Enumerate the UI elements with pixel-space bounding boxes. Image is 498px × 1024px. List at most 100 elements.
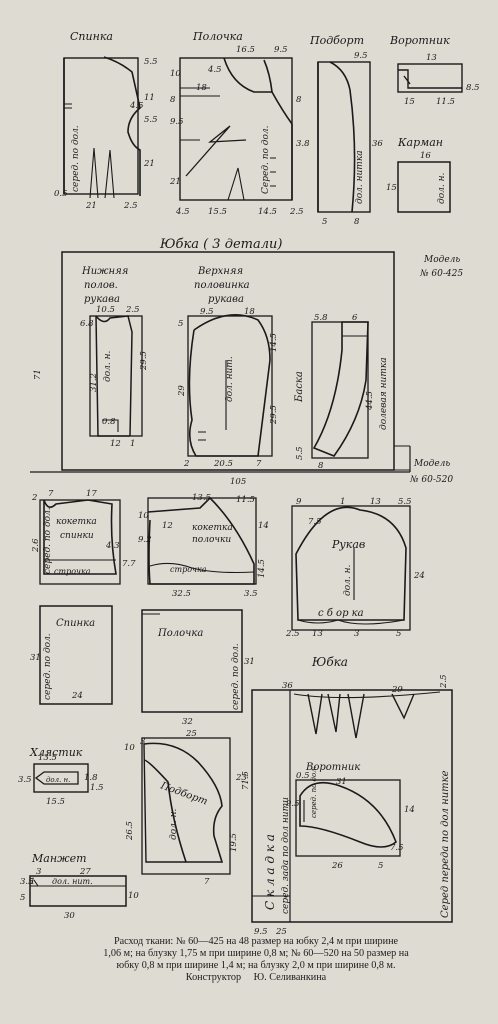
dim-nr-295: 29.5 [139, 351, 149, 371]
nizh-rukav-piece [89, 315, 143, 437]
polochka-2-label: Полочка [157, 628, 203, 639]
dim-r-3: 3 [354, 629, 359, 639]
dim-pol-95v: 9.5 [170, 117, 184, 127]
yubka-2-label: Юбка [311, 655, 348, 669]
constructor-name: Ю. Селиванкина [253, 972, 327, 983]
caption-line-4: Конструктор Ю. Селиванкина [40, 972, 472, 984]
rukav-grain-label: дол. н. [343, 564, 353, 596]
verh-rukav-label-2: половинка [194, 280, 250, 291]
koketka-spinki-piece [39, 499, 121, 585]
dim-pb-25: 25 [185, 729, 197, 739]
dim-v2-31: 31 [336, 777, 347, 787]
dim-pod-5: 5 [322, 217, 327, 227]
vorotnik-piece [397, 63, 463, 93]
podbort-2-grain-label: дол. н. [169, 808, 179, 840]
dim-vor-85: 8.5 [466, 83, 480, 93]
nizh-rukav-grain-label: дол. н. [103, 350, 113, 382]
caption-line-2: 1,06 м; на блузку 1,75 м при ширине 0,8 … [103, 948, 409, 959]
nizh-rukav-label-3: рукава [84, 294, 120, 305]
rukav-piece [291, 505, 411, 631]
dim-m-5: 5 [20, 893, 25, 903]
strochka-1-label: строчка [54, 567, 91, 576]
dim-vr-145: 14.5 [269, 333, 279, 352]
dim-v2-5: 5 [378, 861, 383, 871]
constructor-role: Конструктор [185, 972, 242, 983]
dim-bas-445: 44.5 [365, 391, 375, 411]
verh-rukav-label-1: Верхняя [197, 266, 243, 277]
spinka-2-label: Спинка [56, 618, 95, 629]
dim-r-13: 13 [370, 497, 381, 507]
dim-spinka-top-right: 5.5 [144, 57, 158, 67]
model-1-number: № 60-425 [419, 269, 463, 279]
polochka-center-label: Серед. по дол. [261, 125, 271, 194]
dim-sp-24: 24 [71, 691, 83, 701]
karman-title: Карман [397, 136, 443, 149]
dim-pod-8: 8 [354, 217, 360, 227]
dim-kp-14: 14 [258, 521, 269, 531]
model-2-label: Модель [413, 459, 450, 469]
dim-yub-25: 2.5 [439, 674, 449, 689]
dim-m-35: 3.5 [20, 877, 34, 887]
baska-label: Баска [294, 371, 305, 403]
karman-piece [397, 161, 451, 213]
dim-vr-29: 29 [177, 385, 187, 397]
dim-vor-13: 13 [426, 53, 437, 63]
verh-rukav-piece [187, 314, 273, 457]
dim-yub-715: 71.5 [241, 771, 251, 790]
dim-pol-18: 18 [196, 83, 207, 93]
spinka-title: Спинка [70, 30, 113, 43]
dim-nr-25: 2.5 [125, 305, 140, 315]
dim-pb-265: 26.5 [125, 821, 135, 841]
manzhet-piece [29, 875, 127, 907]
dim-m-10: 10 [128, 891, 139, 901]
dim-m-27: 27 [79, 867, 91, 877]
vorotnik-2-label: Воротник [305, 762, 360, 773]
dim-vor-15: 15 [404, 97, 415, 107]
dim-kp-92: 9.2 [138, 535, 152, 545]
baska-grain-label: долевая нитка [379, 357, 389, 430]
dim-vr-18: 18 [244, 307, 255, 317]
polochka-2-piece [141, 609, 243, 713]
dim-v2-75: 7.5 [390, 843, 404, 853]
dim-r-13b: 13 [312, 629, 323, 639]
dim-kar-16: 16 [420, 151, 431, 161]
yubka-2-piece [251, 689, 453, 923]
dim-ks-17: 17 [86, 489, 97, 499]
dim-spinka-55: 5.5 [144, 115, 158, 125]
dim-yub-95: 9.5 [254, 927, 268, 937]
dim-vor-115: 11.5 [436, 97, 455, 107]
manzhet-grain-label: дол. нит. [52, 877, 93, 886]
dim-pod-36: 36 [372, 139, 383, 149]
model-1-label: Модель [423, 255, 460, 265]
dim-r-75: 7.5 [308, 517, 322, 527]
dim-pod-95: 9.5 [354, 51, 368, 61]
dim-pol-45: 4.5 [175, 207, 190, 217]
dim-yub-25b: 25 [275, 927, 287, 937]
skladka-label: С к л а д к а [263, 834, 277, 910]
koketka-polochki-label-1: кокетка [192, 523, 233, 533]
podbort-grain-label: дол. нитка [355, 150, 365, 204]
dim-vr-5: 5 [178, 319, 183, 329]
dim-v2-05: 0.5 [296, 771, 310, 781]
dim-pol-38: 3.8 [296, 139, 310, 149]
koketka-spinki-center-label: серед. по дол. [43, 507, 53, 574]
verh-rukav-grain-label: дол. нит. [225, 356, 235, 402]
koketka-polochki-piece [147, 496, 257, 585]
dim-m-30: 30 [64, 911, 75, 921]
dim-po-31: 31 [244, 657, 255, 667]
yubka-3-title: Юбка ( 3 детали) [159, 237, 282, 252]
dim-pb-7: 7 [204, 877, 210, 887]
dim-yub-36: 36 [282, 681, 293, 691]
hlyastik-label: Хлястик [29, 746, 83, 759]
dim-nr-312: 31.2 [89, 373, 99, 392]
dim-pol-45a: 4.5 [207, 65, 222, 75]
dim-bas-55: 5.5 [295, 446, 305, 460]
dim-pol-10: 10 [170, 69, 181, 79]
dim-yub-29: 29 [391, 685, 403, 695]
dim-spinka-25: 2.5 [123, 201, 138, 211]
podbort-title: Подборт [309, 34, 364, 47]
model-2-number: № 60-520 [409, 475, 453, 485]
dim-spinka-21: 21 [85, 201, 97, 211]
dim-ks-77: 7.7 [122, 559, 136, 569]
